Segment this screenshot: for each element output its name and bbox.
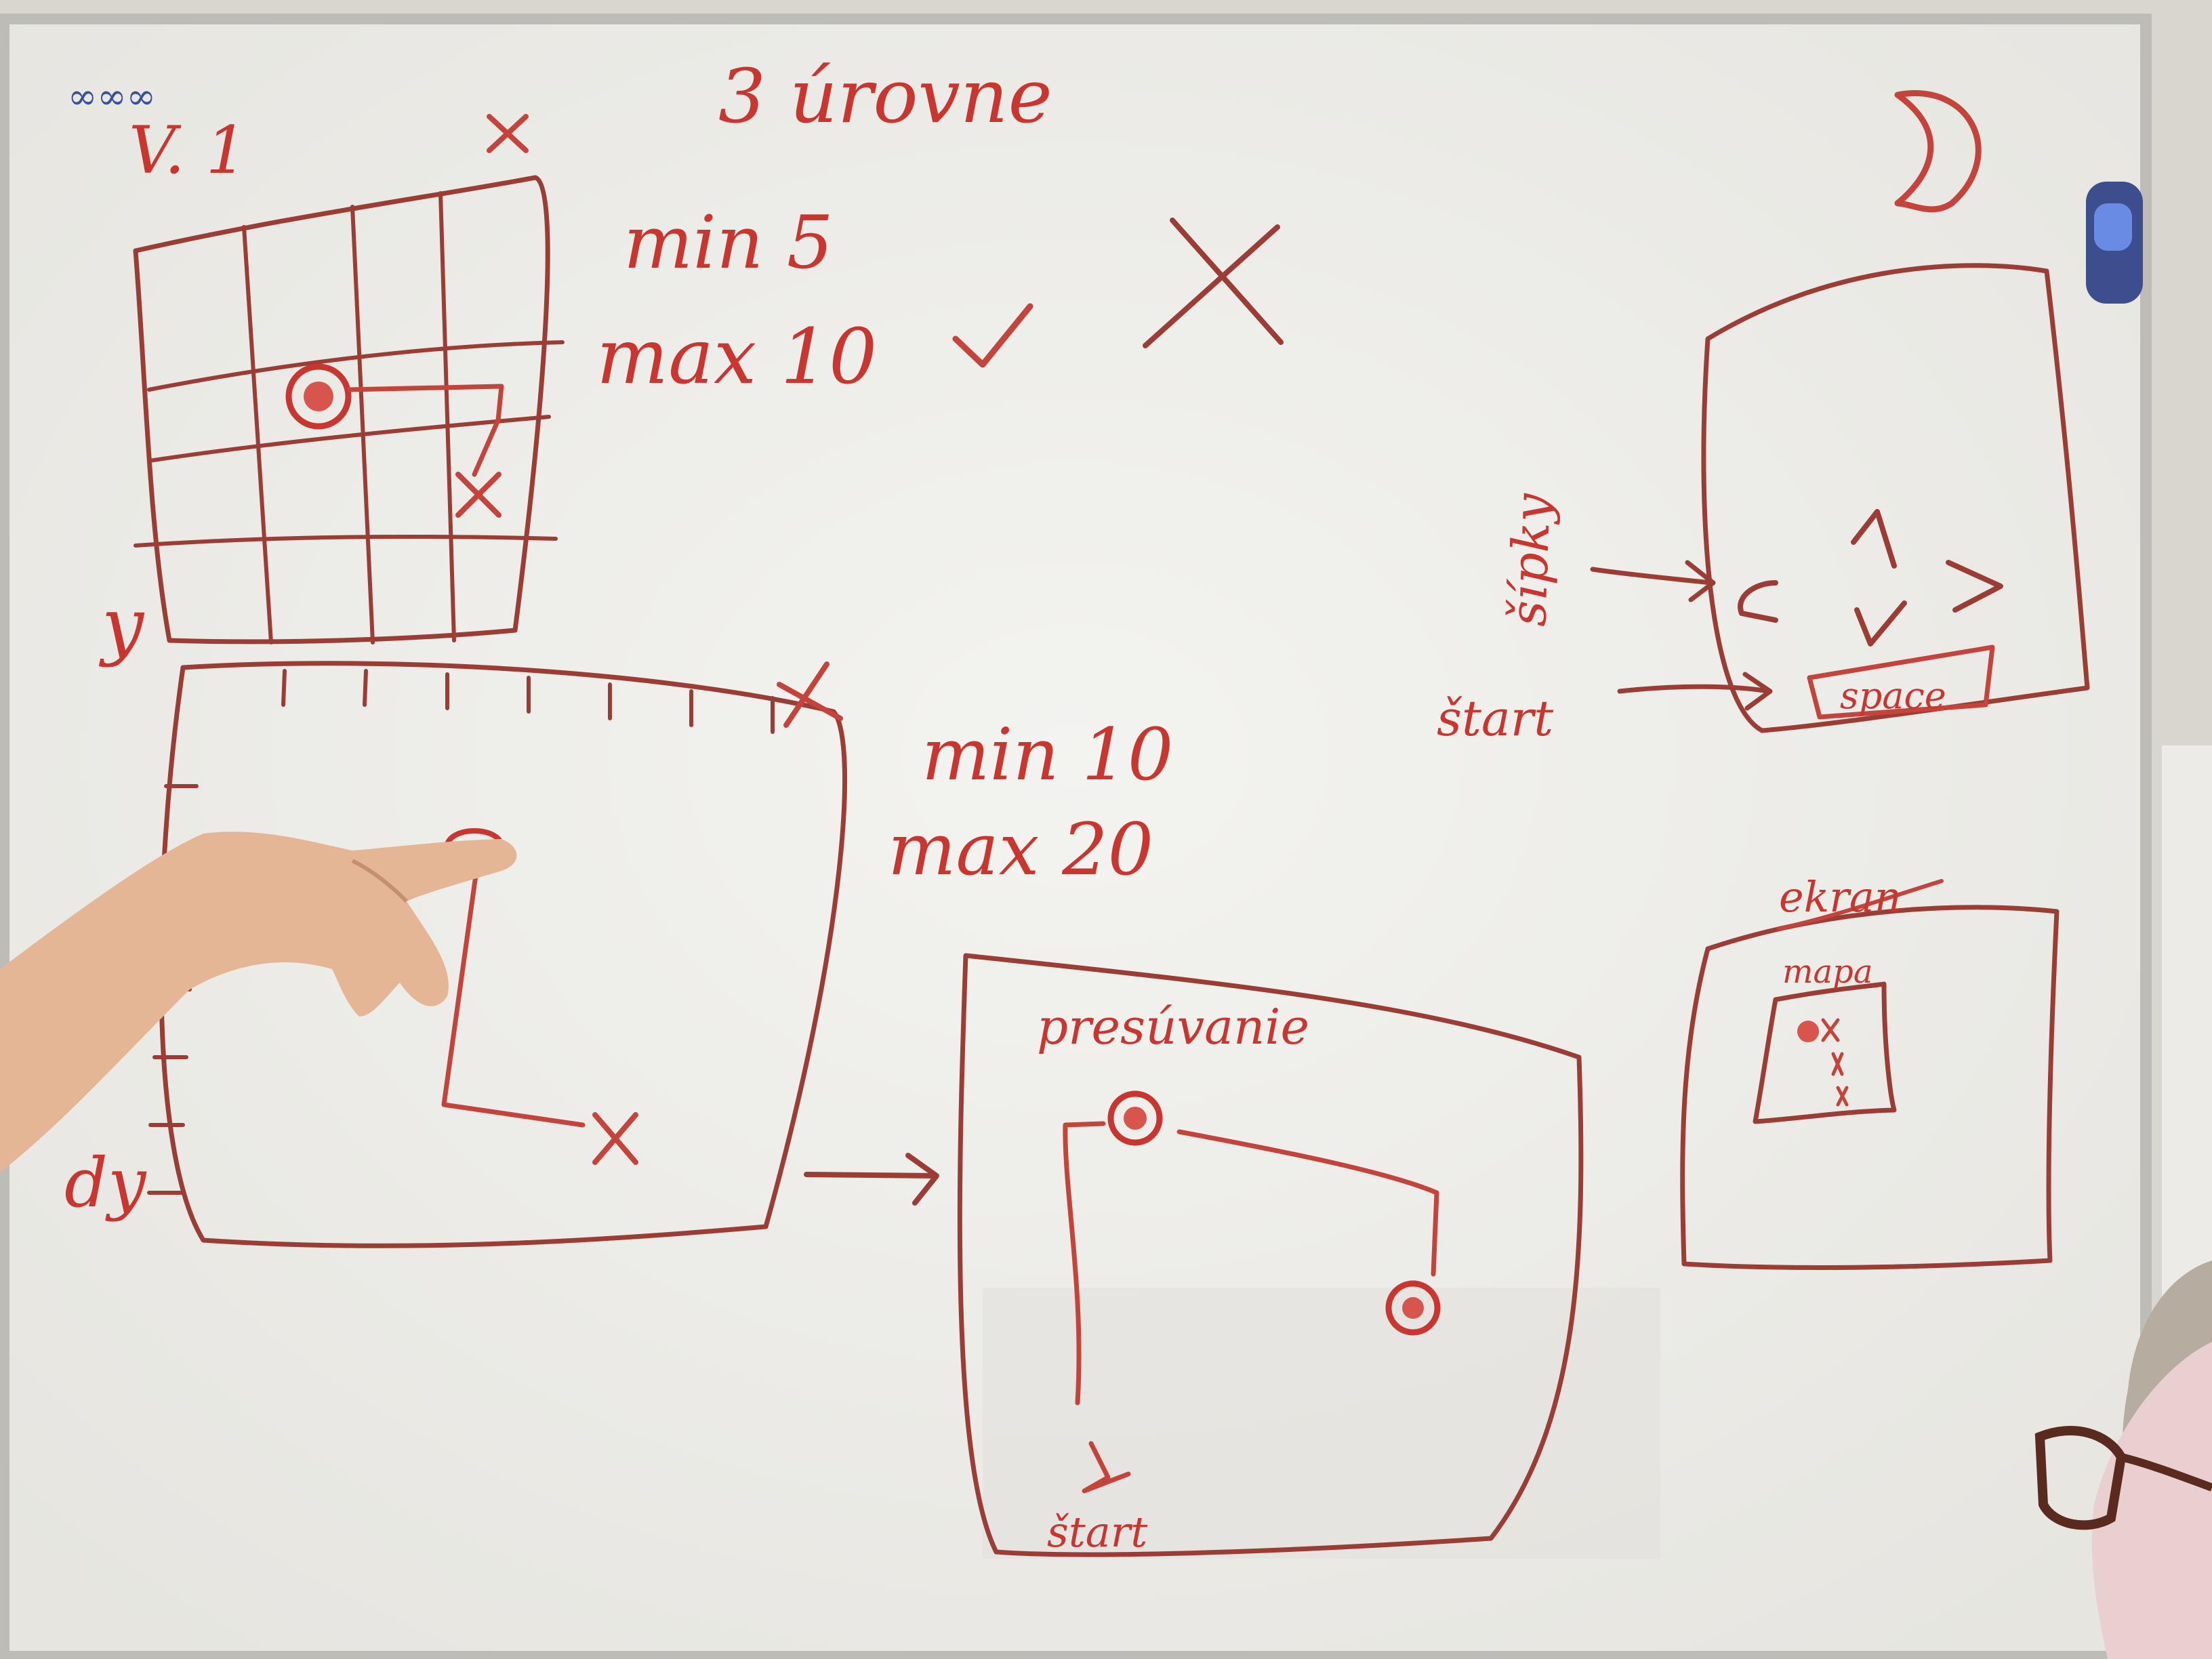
cross-icon <box>1143 218 1284 348</box>
level-1-min-label: min 5 <box>623 201 834 285</box>
cross-icon <box>777 661 843 728</box>
arrow-down-icon <box>1854 600 1907 647</box>
levels-title: 3 úrovne <box>718 53 1052 140</box>
level-2-grid <box>147 661 847 1248</box>
target-icon <box>285 363 352 430</box>
screen-title: ekran <box>1779 872 1902 922</box>
controller-arrows-label: šípky <box>1499 492 1562 628</box>
arrow-right-icon <box>1946 560 2003 613</box>
level-3-bottom-label: štart <box>1047 1507 1147 1557</box>
screen-inner-label: mapa <box>1782 953 1872 991</box>
check-icon <box>952 303 1033 368</box>
target-icon <box>1797 1021 1819 1042</box>
target-icon <box>1107 1090 1163 1146</box>
level-1-max-label: max 10 <box>596 313 877 401</box>
version-label: V. 1 <box>129 112 247 188</box>
board-surface <box>9 24 2140 1651</box>
cross-icon <box>487 114 529 153</box>
pointing-hand <box>0 832 517 1172</box>
level-2-min-label: min 10 <box>922 713 1173 796</box>
arrow-right-icon <box>804 1153 939 1206</box>
level-3-board <box>957 953 1584 1557</box>
cross-icon <box>1821 1018 1849 1107</box>
magnet-icon <box>2086 182 2143 304</box>
screen-sketch <box>1680 879 2060 1270</box>
controller-button-label: space <box>1840 674 1946 717</box>
arrow-right-icon <box>1617 672 1773 711</box>
target-icon <box>1385 1280 1441 1336</box>
level-1-side-label: y <box>98 581 145 668</box>
arrow-right-icon <box>1590 560 1716 602</box>
cross-icon <box>455 472 501 518</box>
controller-sketch <box>1701 263 2090 733</box>
person-head <box>2034 1261 2212 1659</box>
space-button <box>1807 644 1995 720</box>
arrow-up-icon <box>1851 509 1897 569</box>
level-2-max-label: max 20 <box>888 808 1153 891</box>
level-2-side-label: dy <box>64 1143 147 1223</box>
level-3-top-label: presúvanie <box>1037 998 1309 1055</box>
moon-icon <box>1894 90 1982 213</box>
corner-mark: ∞∞∞ <box>68 77 156 117</box>
arrow-left-icon <box>1738 580 1778 623</box>
controller-start-label: štart <box>1437 690 1554 747</box>
level-1-grid <box>133 175 565 644</box>
cross-icon <box>592 1112 638 1165</box>
